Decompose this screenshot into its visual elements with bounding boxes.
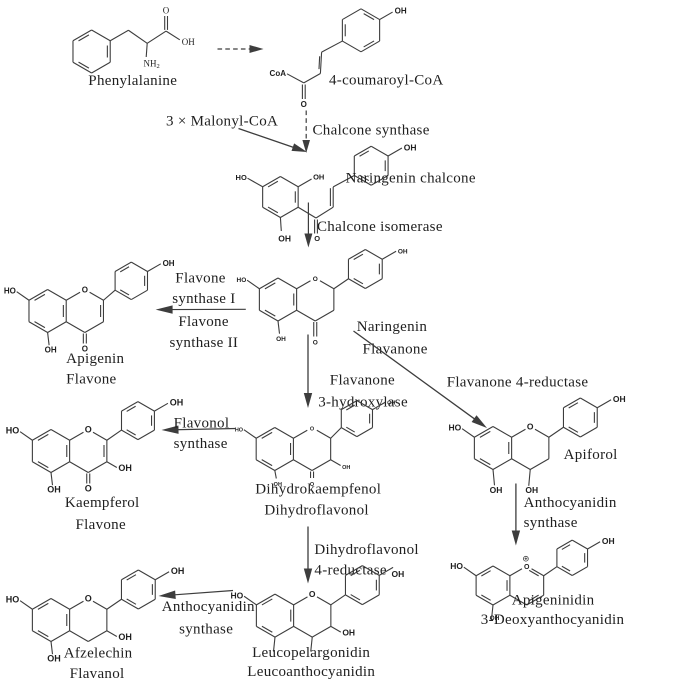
svg-text:OH: OH	[395, 7, 407, 16]
svg-text:3-hydroxylase: 3-hydroxylase	[318, 395, 408, 411]
svg-text:OH: OH	[398, 249, 408, 256]
svg-text:O: O	[527, 421, 534, 431]
svg-text:HO: HO	[235, 428, 244, 434]
svg-text:O: O	[314, 234, 320, 243]
svg-text:OH: OH	[45, 346, 57, 355]
svg-text:synthase: synthase	[524, 515, 578, 531]
svg-text:Flavanone: Flavanone	[363, 342, 428, 358]
svg-text:OH: OH	[47, 485, 61, 495]
svg-text:O: O	[309, 589, 316, 599]
svg-text:Flavone: Flavone	[66, 371, 116, 387]
svg-text:Leucoanthocyanidin: Leucoanthocyanidin	[247, 664, 375, 680]
svg-text:Naringenin: Naringenin	[357, 319, 428, 335]
svg-text:OH: OH	[118, 463, 132, 473]
svg-text:Apiforol: Apiforol	[564, 447, 618, 463]
svg-text:O: O	[310, 426, 315, 432]
svg-text:OH: OH	[490, 615, 500, 622]
svg-text:OH: OH	[525, 485, 538, 495]
svg-text:Naringenin chalcone: Naringenin chalcone	[346, 171, 476, 187]
svg-text:Anthocyanidin: Anthocyanidin	[524, 495, 617, 511]
svg-text:OH: OH	[342, 465, 350, 471]
svg-text:O: O	[301, 100, 307, 109]
svg-text:Flavone: Flavone	[76, 517, 126, 533]
svg-text:OH: OH	[274, 482, 282, 488]
svg-text:OH: OH	[404, 142, 417, 152]
svg-text:Dihydroflavonol: Dihydroflavonol	[264, 502, 368, 518]
svg-text:Leucopelargonidin: Leucopelargonidin	[252, 645, 370, 661]
svg-text:O: O	[82, 344, 88, 353]
svg-text:synthase II: synthase II	[170, 335, 239, 351]
svg-text:Dihydroflavonol: Dihydroflavonol	[314, 542, 418, 558]
svg-text:Chalcone isomerase: Chalcone isomerase	[317, 219, 443, 235]
svg-text:OH: OH	[613, 394, 626, 404]
svg-text:Flavanone: Flavanone	[330, 373, 395, 389]
svg-text:Flavanol: Flavanol	[70, 666, 125, 682]
svg-text:Dihydrokaempfenol: Dihydrokaempfenol	[255, 482, 381, 498]
svg-text:O: O	[85, 483, 92, 493]
svg-text:HO: HO	[450, 561, 463, 571]
svg-text:4-coumaroyl-CoA: 4-coumaroyl-CoA	[329, 73, 443, 89]
svg-text:OH: OH	[163, 259, 175, 268]
svg-text:synthase: synthase	[179, 622, 233, 638]
svg-text:OH: OH	[170, 398, 184, 408]
svg-text:Chalcone synthase: Chalcone synthase	[313, 122, 430, 138]
svg-text:Apigeninidin: Apigeninidin	[512, 593, 595, 609]
svg-text:Kaempferol: Kaempferol	[65, 495, 140, 511]
svg-text:3 × Malonyl-CoA: 3 × Malonyl-CoA	[166, 113, 278, 129]
svg-text:OH: OH	[276, 336, 286, 343]
svg-text:HO: HO	[237, 277, 247, 284]
svg-text:O: O	[313, 339, 318, 346]
svg-text:OH: OH	[47, 654, 61, 664]
svg-text:O: O	[310, 482, 315, 488]
svg-text:HO: HO	[231, 590, 244, 600]
svg-text:OH: OH	[342, 628, 355, 638]
svg-text:OH: OH	[118, 632, 132, 642]
svg-text:O: O	[313, 276, 318, 283]
svg-text:synthase: synthase	[174, 436, 228, 452]
svg-text:CoA: CoA	[270, 69, 287, 78]
svg-text:O: O	[82, 285, 88, 294]
svg-text:OH: OH	[278, 233, 291, 243]
svg-text:OH: OH	[387, 401, 395, 407]
svg-text:4-reductase: 4-reductase	[314, 563, 386, 579]
svg-text:3-Deoxyanthocyanidin: 3-Deoxyanthocyanidin	[481, 612, 625, 628]
svg-text:HO: HO	[449, 423, 462, 433]
svg-text:OH: OH	[171, 566, 185, 576]
svg-text:NH2: NH2	[144, 58, 160, 70]
svg-text:Flavonol: Flavonol	[174, 415, 230, 431]
svg-text:OH: OH	[392, 569, 405, 579]
svg-text:O: O	[524, 564, 530, 571]
svg-text:Flavone: Flavone	[178, 314, 228, 330]
svg-text:Phenylalanine: Phenylalanine	[88, 73, 177, 89]
svg-text:OH: OH	[490, 485, 503, 495]
svg-text:HO: HO	[4, 287, 16, 296]
svg-text:OH: OH	[313, 173, 324, 182]
svg-text:synthase I: synthase I	[172, 291, 235, 307]
svg-text:O: O	[163, 6, 170, 16]
svg-text:HO: HO	[236, 173, 247, 182]
svg-text:Anthocyanidin: Anthocyanidin	[162, 599, 255, 615]
svg-text:OH: OH	[182, 37, 195, 47]
svg-text:Flavanone 4-reductase: Flavanone 4-reductase	[447, 375, 589, 391]
svg-text:O: O	[85, 424, 92, 434]
svg-text:Flavone: Flavone	[175, 271, 225, 287]
svg-text:HO: HO	[6, 426, 20, 436]
svg-text:O: O	[85, 593, 92, 603]
svg-text:Apigenin: Apigenin	[66, 351, 124, 367]
svg-text:HO: HO	[6, 595, 20, 605]
svg-text:OH: OH	[602, 536, 615, 546]
svg-text:Afzelechin: Afzelechin	[64, 646, 133, 662]
